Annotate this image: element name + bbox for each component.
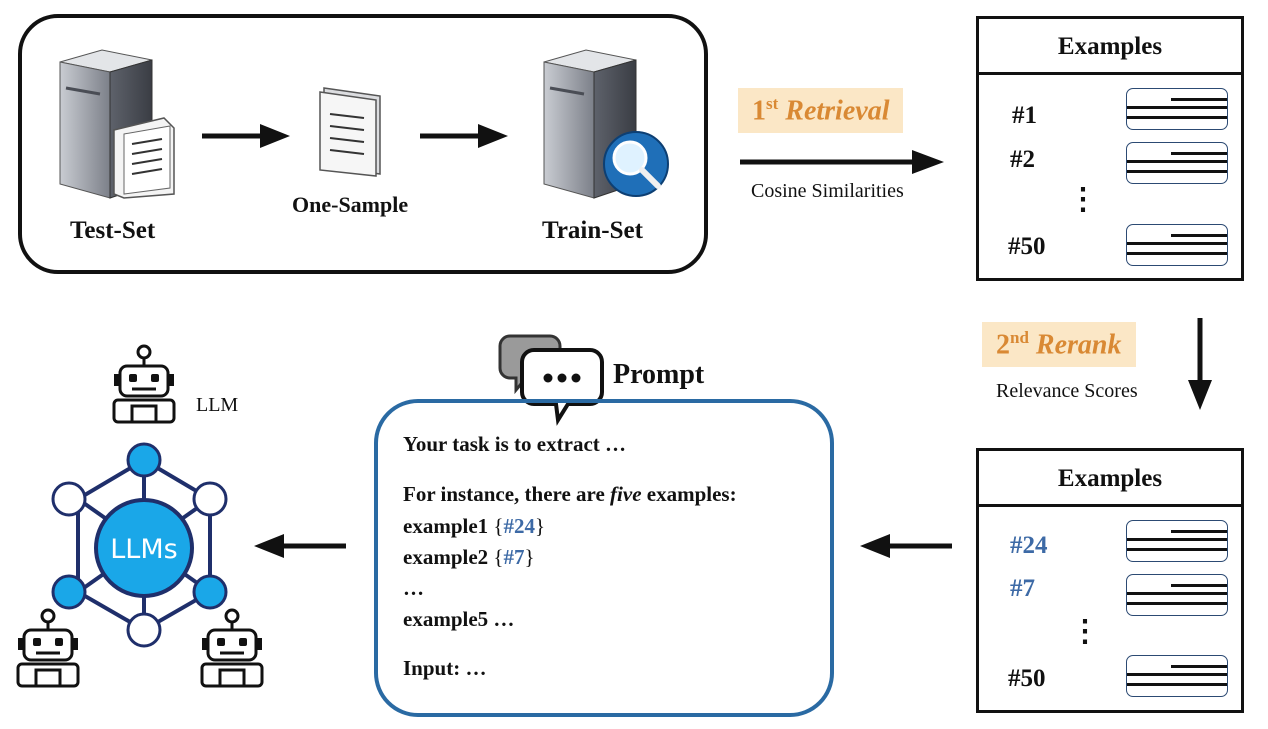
arrow-right-icon — [420, 124, 508, 148]
prompt-panel — [374, 399, 834, 717]
rerank-caption: Relevance Scores — [996, 380, 1138, 402]
train-set-server-icon — [543, 49, 669, 199]
prompt-ellipsis: … — [403, 576, 424, 600]
arrow-right-icon — [740, 150, 944, 174]
example-id: #2 — [1010, 146, 1035, 173]
prompt-title: Prompt — [613, 359, 705, 390]
prompt-input-line: Input: … — [403, 656, 487, 680]
prompt-line: For instance, there are five examples: — [403, 482, 737, 506]
example-doc-card — [1126, 142, 1228, 184]
retrieval-stage-tag: 1st Retrieval — [738, 88, 904, 134]
examples-panel-bottom: Examples — [976, 448, 1244, 713]
llms-center-label: LLMs — [110, 534, 177, 565]
prompt-example-line: example2 {#7} — [403, 545, 535, 569]
test-set-label: Test-Set — [70, 217, 156, 244]
examples-title: Examples — [979, 19, 1241, 75]
retrieval-caption: Cosine Similarities — [751, 180, 904, 202]
arrow-right-icon — [202, 124, 290, 148]
one-sample-label: One-Sample — [292, 192, 409, 217]
example-doc-card — [1126, 88, 1228, 130]
example-doc-card — [1126, 224, 1228, 266]
ellipsis-vertical: ⋮ — [1068, 183, 1098, 216]
examples-title: Examples — [979, 451, 1241, 507]
example-id: #24 — [1010, 532, 1048, 559]
prompt-line: Your task is to extract … — [403, 432, 627, 456]
example-id: #50 — [1008, 233, 1046, 260]
robot-icon — [200, 608, 264, 688]
data-pipeline-frame — [18, 14, 708, 274]
arrow-down-icon — [1188, 318, 1212, 410]
example-id: #1 — [1012, 102, 1037, 129]
train-set-label: Train-Set — [542, 217, 643, 244]
test-set-server-icon — [59, 49, 175, 199]
document-icon — [319, 87, 381, 177]
llm-ensemble-diagram: LLMs — [16, 344, 264, 688]
prompt-example-line: example1 {#24} — [403, 514, 546, 538]
example-id: #50 — [1008, 665, 1046, 692]
example-doc-card — [1126, 574, 1228, 616]
example-doc-card — [1126, 655, 1228, 697]
ellipsis-vertical: ⋮ — [1070, 615, 1100, 648]
prompt-example-line: example5 … — [403, 607, 515, 631]
robot-icon — [16, 608, 80, 688]
example-id: #7 — [1010, 575, 1035, 602]
llm-label: LLM — [196, 394, 239, 416]
rerank-stage-tag: 2nd Rerank — [982, 322, 1136, 368]
robot-icon — [112, 344, 176, 424]
example-doc-card — [1126, 520, 1228, 562]
arrow-left-icon — [860, 534, 952, 558]
arrow-left-icon — [254, 534, 346, 558]
